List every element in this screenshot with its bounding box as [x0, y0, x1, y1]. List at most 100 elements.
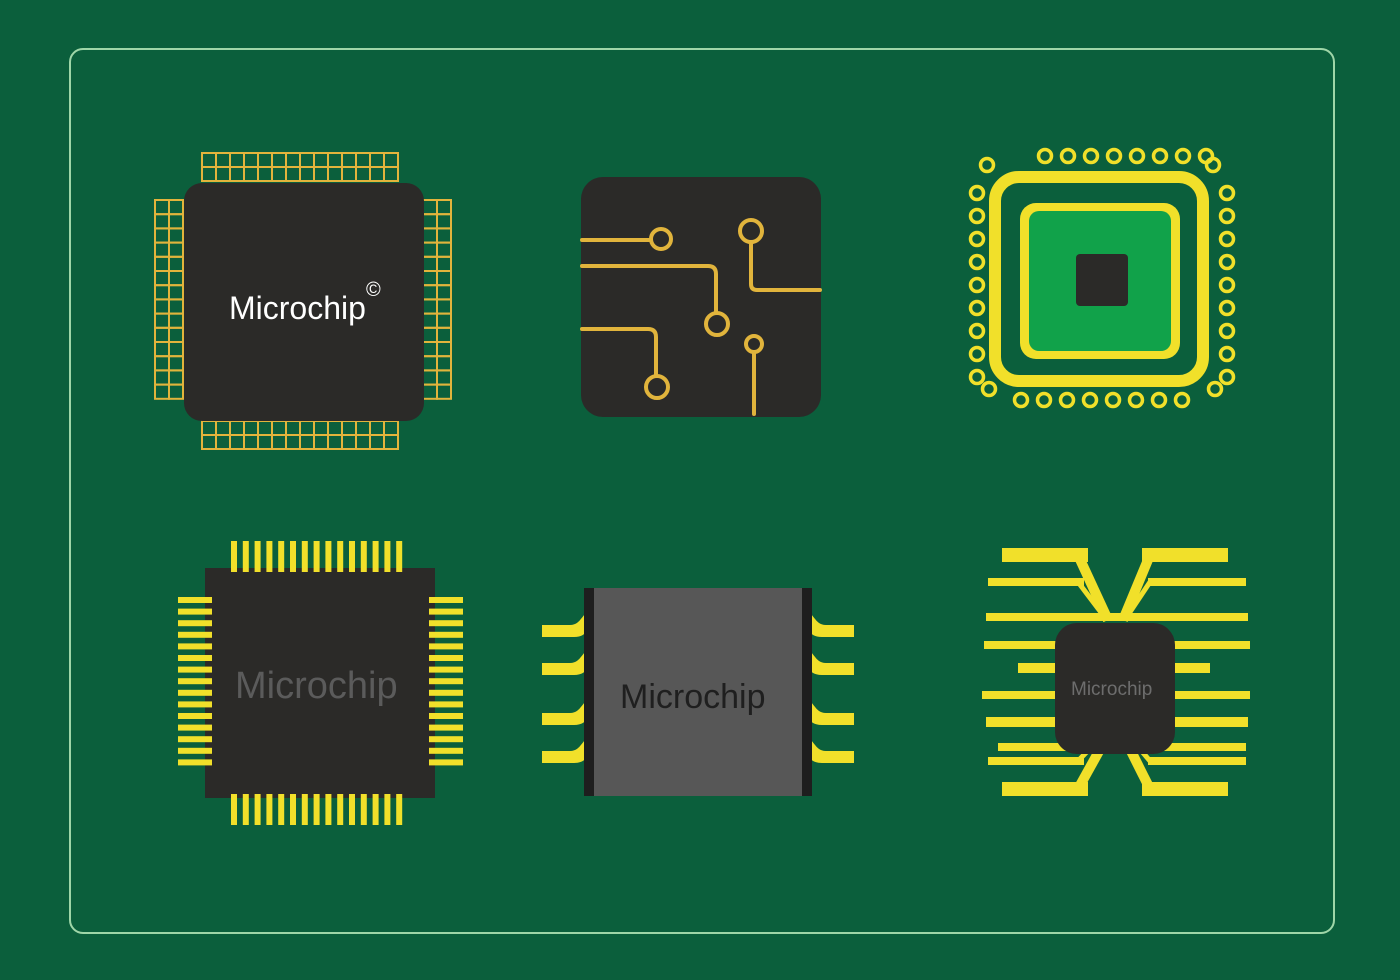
pin-cell [436, 312, 452, 329]
chip-circuit-traces [580, 177, 822, 417]
pin-cell [355, 420, 371, 436]
pin [178, 620, 212, 627]
pin-cell [422, 227, 438, 244]
pin [266, 794, 273, 825]
pad [644, 374, 670, 400]
pin [360, 794, 367, 825]
pin-cell [436, 199, 452, 216]
pin [429, 759, 463, 766]
pin [429, 689, 463, 696]
pin [290, 541, 296, 572]
pin-cell [313, 152, 329, 168]
gull-lead [542, 649, 596, 675]
pin [178, 678, 212, 685]
gull-lead [800, 611, 854, 637]
pad-ring [1150, 391, 1168, 409]
pin-cell [422, 326, 438, 344]
pin-cell [355, 166, 371, 182]
pin [429, 724, 463, 731]
pin-cell [154, 369, 170, 386]
pad-ring [968, 184, 986, 202]
lead-bar [1148, 578, 1246, 586]
pin-cell [168, 227, 184, 244]
pad-ring [1059, 147, 1077, 165]
pin-cell [341, 152, 357, 168]
pin-cell [154, 326, 170, 344]
gull-lead [542, 737, 596, 763]
pin-cell [383, 166, 399, 182]
pin-cell [422, 241, 438, 258]
pin-cell [257, 152, 273, 168]
pin [178, 631, 212, 638]
side-lead [986, 613, 1248, 621]
pin-cell [383, 420, 399, 436]
pin [242, 794, 249, 825]
lead-bar [988, 578, 1084, 586]
pin-cell [369, 434, 385, 450]
pin [337, 794, 344, 825]
pin-cell [369, 420, 385, 436]
pin-cell [154, 355, 170, 372]
pin-cell [243, 420, 259, 436]
pad-ring [968, 230, 986, 248]
pin [178, 747, 212, 754]
pin [301, 794, 308, 825]
pin-cell [229, 166, 245, 182]
pin-cell [369, 166, 385, 182]
chip-label: Microchip [620, 678, 766, 716]
pin [429, 747, 463, 754]
pin-cell [341, 420, 357, 436]
pin-cell [154, 383, 170, 400]
x-lead [1073, 552, 1113, 623]
pin [178, 655, 212, 661]
pin-cell [436, 241, 452, 258]
pin-cell [154, 312, 170, 329]
pin-cell [154, 298, 170, 315]
pin-cell [299, 420, 315, 436]
pin [313, 794, 320, 825]
pin-cell [422, 341, 438, 358]
pin-cell [436, 355, 452, 372]
pin-cell [215, 166, 231, 182]
pad-ring [968, 368, 986, 386]
lead-bar [1002, 782, 1088, 796]
pin-cell [422, 213, 438, 230]
pin-cell [215, 434, 231, 450]
pin [429, 620, 463, 627]
pad [704, 311, 730, 337]
pin-cell [271, 434, 287, 450]
pad-ring [968, 299, 986, 317]
pin-cell [154, 284, 170, 301]
lead-bar [1142, 548, 1228, 562]
pin [290, 794, 296, 825]
pin-cell [436, 213, 452, 230]
chip-lead-frame [982, 548, 1250, 796]
pin [396, 541, 403, 572]
pin [178, 759, 212, 766]
pin-cell [422, 298, 438, 315]
pin-cell [285, 420, 301, 436]
pin [278, 794, 285, 825]
pin-cell [327, 152, 343, 168]
pin-cell [422, 255, 438, 273]
board-frame [69, 48, 1335, 934]
pin-cell [154, 213, 170, 230]
gull-lead [542, 699, 596, 725]
pin-cell [271, 152, 287, 168]
pin [360, 541, 367, 572]
pin-cell [168, 341, 184, 358]
pin-cell [299, 166, 315, 182]
gull-lead [542, 611, 596, 637]
chip-body [581, 177, 821, 417]
pin [301, 541, 308, 572]
pin-cell [299, 152, 315, 168]
pin-cell [436, 255, 452, 273]
pin-cell [341, 434, 357, 450]
pin [178, 736, 212, 743]
pin-cell [243, 152, 259, 168]
pin [254, 541, 261, 572]
pad-ring [1104, 391, 1122, 409]
pin-cell [168, 270, 184, 287]
lead-bar [1148, 757, 1246, 765]
pad-ring [1206, 380, 1224, 398]
